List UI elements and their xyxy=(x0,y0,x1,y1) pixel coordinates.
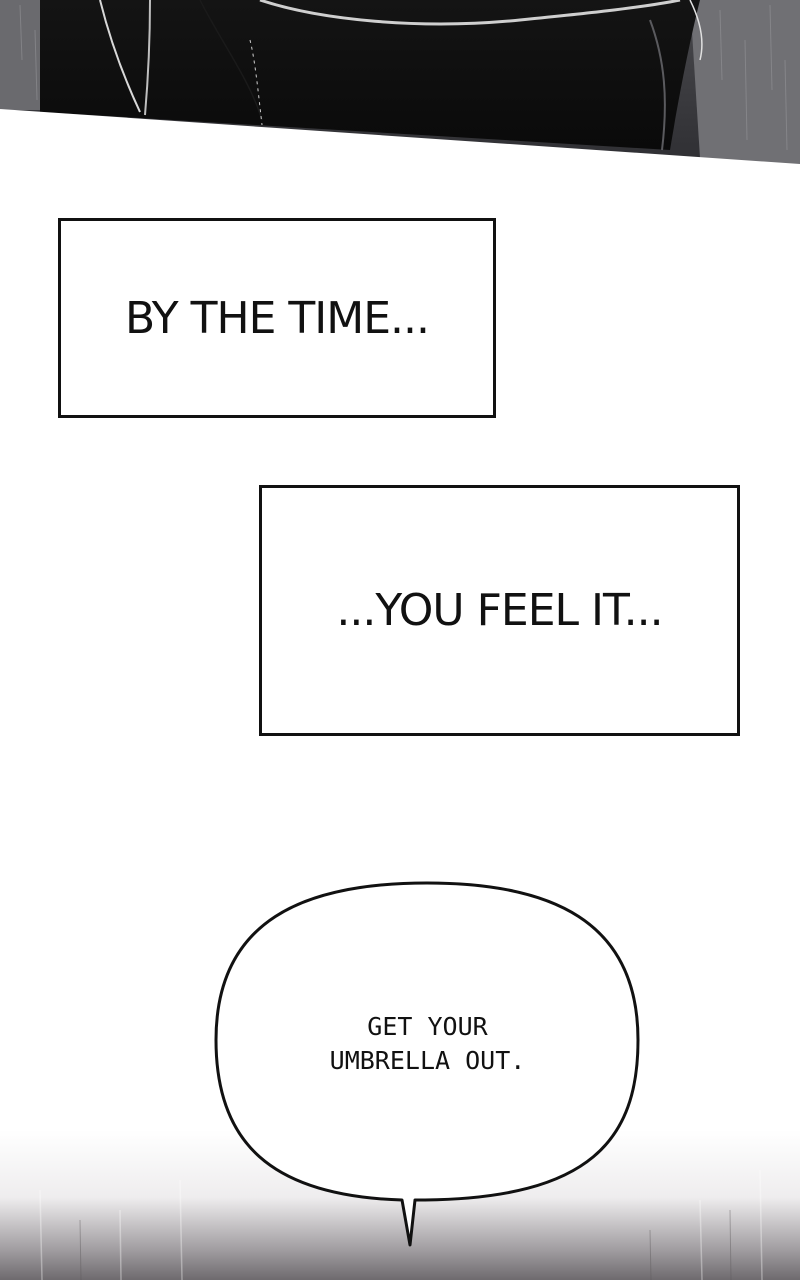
narration-text-first: BY THE TIME... xyxy=(125,292,430,344)
speech-line-1: GET YOUR xyxy=(367,1012,488,1041)
narration-text-second: ...YOU FEEL IT... xyxy=(336,585,663,636)
speech-bubble-text: GET YOUR UMBRELLA OUT. xyxy=(250,1010,605,1078)
speech-bubble-shape xyxy=(214,881,640,1247)
top-art-panel xyxy=(0,0,800,170)
narration-box-first: BY THE TIME... xyxy=(58,218,496,418)
rain-scene-art xyxy=(0,0,800,170)
bottom-rain-streaks xyxy=(39,1169,763,1280)
speech-bubble: GET YOUR UMBRELLA OUT. xyxy=(210,880,644,1250)
speech-line-2: UMBRELLA OUT. xyxy=(329,1046,526,1075)
narration-box-second: ...YOU FEEL IT... xyxy=(259,485,740,736)
